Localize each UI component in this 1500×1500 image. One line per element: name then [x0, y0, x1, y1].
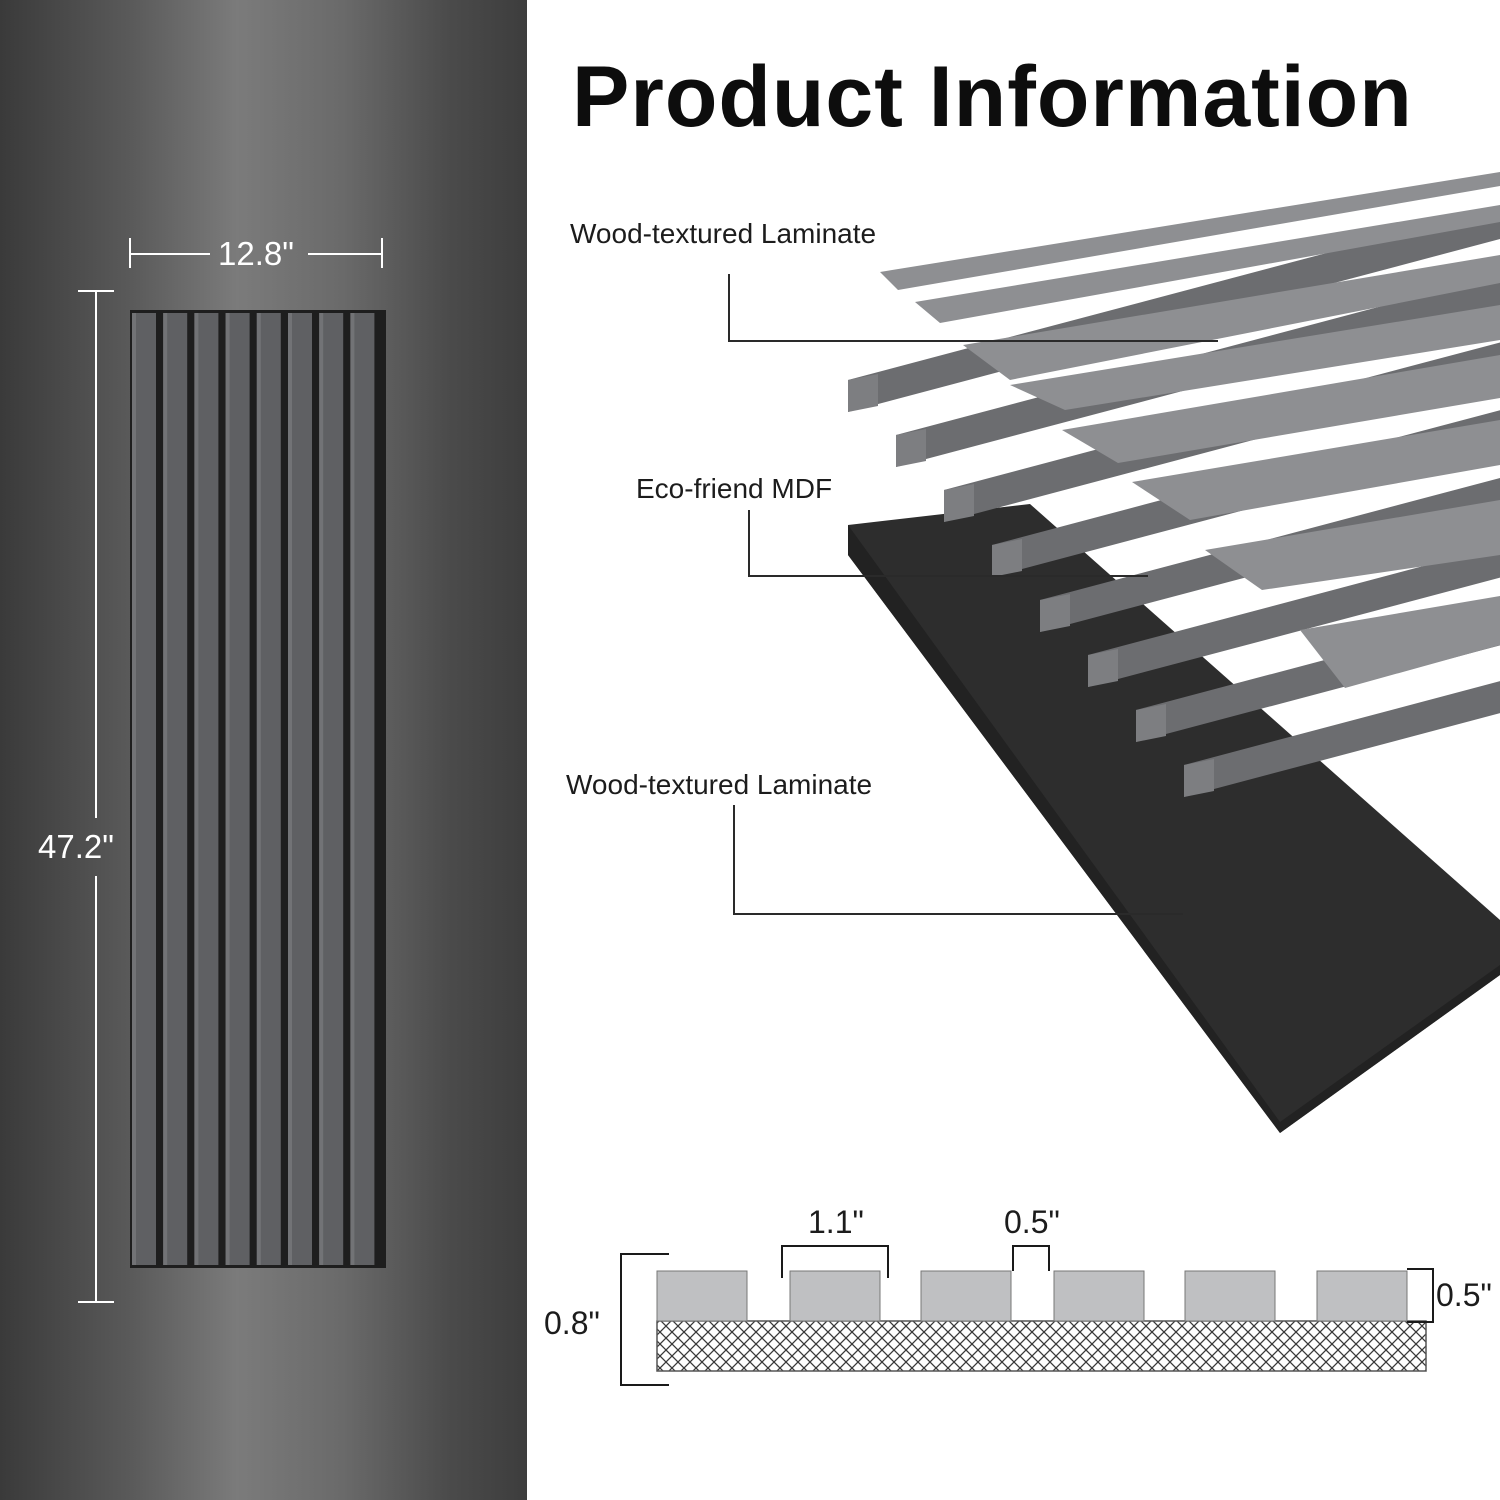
laminate-strip	[915, 205, 1500, 323]
page-title: Product Information	[572, 49, 1413, 145]
section-slat	[920, 1270, 1012, 1322]
wood-slat-end	[1040, 594, 1070, 632]
slat-thickness-label: 0.5"	[1436, 1277, 1492, 1313]
panel-slat-highlight	[350, 313, 355, 1265]
wood-slat	[1184, 681, 1500, 797]
section-slat	[656, 1270, 748, 1322]
mdf-board	[848, 504, 1500, 1133]
laminate-strip	[1062, 355, 1500, 463]
layer-label-top-laminate: Wood-textured Laminate	[570, 218, 877, 249]
laminate-strip	[1205, 500, 1500, 590]
gap-width-label: 0.5"	[1004, 1204, 1060, 1240]
section-dimensions	[620, 1245, 1434, 1386]
panel-height-label: 47.2"	[38, 828, 114, 865]
wood-slat-end	[992, 539, 1022, 577]
panel-slat-highlight	[256, 313, 261, 1265]
panel-width-label: 12.8"	[218, 235, 294, 272]
laminate-strip	[963, 255, 1500, 380]
height-dimension	[78, 290, 114, 1303]
panel-slat-highlight	[288, 313, 292, 1265]
laminate-strip	[1010, 305, 1500, 410]
panel-slat-highlight	[194, 313, 199, 1265]
layer-label-bottom-laminate: Wood-textured Laminate	[566, 769, 873, 800]
wood-slat-end	[848, 374, 878, 412]
section-slat	[789, 1270, 881, 1322]
wood-slat-end	[896, 429, 926, 467]
panel-slat-highlight	[163, 313, 168, 1265]
wood-slat-end	[1088, 649, 1118, 687]
slat-width-label: 1.1"	[808, 1204, 864, 1240]
section-slat	[1053, 1270, 1145, 1322]
panel-slat-highlight	[319, 313, 324, 1265]
layer-label-mdf: Eco-friend MDF	[636, 473, 833, 504]
laminate-strip	[1300, 596, 1500, 688]
section-slats	[656, 1270, 1408, 1322]
section-slat	[1316, 1270, 1408, 1322]
panel-slat-highlight	[132, 313, 136, 1265]
wood-slat-end	[1136, 704, 1166, 742]
section-slat	[1184, 1270, 1276, 1322]
panel-slats	[132, 313, 375, 1265]
panel-slat-highlight	[225, 313, 230, 1265]
leader-lines	[728, 274, 1218, 915]
wood-slat-end	[944, 484, 974, 522]
laminate-strip	[1132, 420, 1500, 520]
laminate-strips	[880, 172, 1500, 688]
total-thickness-label: 0.8"	[544, 1305, 600, 1341]
width-dimension	[129, 238, 383, 268]
wood-slat-end	[1184, 759, 1214, 797]
wood-slat	[1088, 545, 1500, 687]
section-substrate	[656, 1320, 1427, 1372]
laminate-strip	[880, 172, 1500, 290]
